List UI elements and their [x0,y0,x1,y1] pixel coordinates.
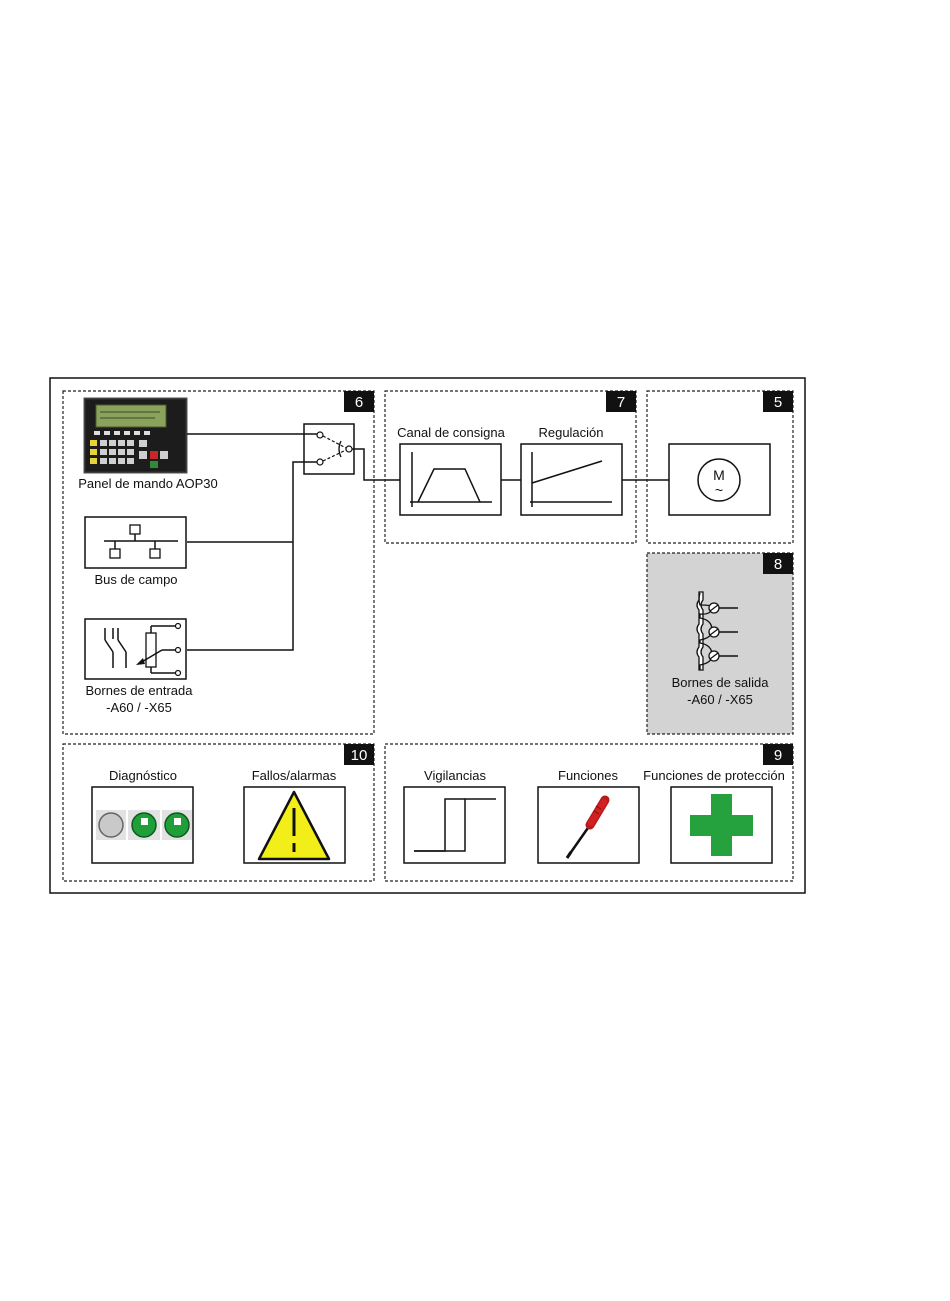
input-terminals-label-1: Bornes de entrada [86,683,194,698]
section-10-number: 10 [351,747,368,764]
motor-ac-symbol: ~ [715,482,723,498]
protection-functions-label: Funciones de protección [643,768,785,783]
regulation-icon[interactable] [521,444,622,515]
section-6-number: 6 [355,394,363,411]
section-7-number: 7 [617,394,625,411]
screwdriver-icon[interactable] [538,787,639,863]
section-7-setpoint-control: 7 Canal de consigna Regulación [385,391,636,543]
input-terminals-label-2: -A60 / -X65 [106,700,172,715]
hysteresis-icon[interactable] [404,787,505,863]
functions-label: Funciones [558,768,618,783]
panel-label: Panel de mando AOP30 [78,476,218,491]
faults-alarms-label: Fallos/alarmas [252,768,337,783]
output-terminals-label-2: -A60 / -X65 [687,692,753,707]
section-10-diagnostics: 10 Diagnóstico Fallos/alarmas [63,744,374,881]
aop30-panel-image[interactable] [84,398,187,473]
motor-letter: M [713,467,725,483]
fieldbus-icon[interactable] [85,517,186,568]
ramp-icon[interactable] [400,444,501,515]
section-9-functions: 9 Vigilancias Funciones Funciones de pro… [385,744,793,881]
wire-switch-to-setpoint [352,449,400,480]
section-8-number: 8 [774,556,782,573]
input-terminals-icon[interactable] [85,619,186,679]
output-terminals-label-1: Bornes de salida [672,675,770,690]
setpoint-channel-label: Canal de consigna [397,425,505,440]
cross-icon[interactable] [671,787,772,863]
led-icon[interactable] [92,787,193,863]
switch-icon[interactable] [304,424,354,474]
section-5-number: 5 [774,394,782,411]
section-9-number: 9 [774,747,782,764]
section-5-motor: 5 M ~ [647,391,793,543]
warning-icon[interactable] [244,787,345,863]
monitoring-label: Vigilancias [424,768,486,783]
control-label: Regulación [538,425,603,440]
fieldbus-label: Bus de campo [94,572,177,587]
section-6-command-sources: 6 [63,391,374,734]
section-8-output-terminals: 8 Bornes de salida -A60 / -X65 [647,553,793,734]
diagnostics-label: Diagnóstico [109,768,177,783]
motor-icon[interactable]: M ~ [669,444,770,515]
